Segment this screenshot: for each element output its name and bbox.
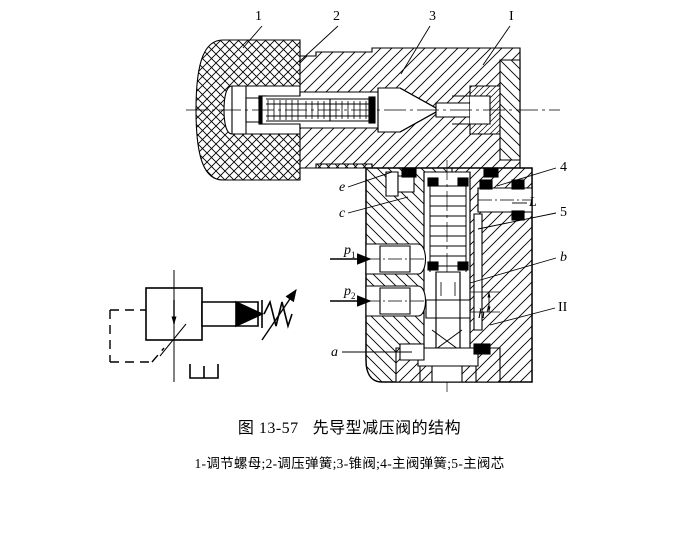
port-p2 xyxy=(365,285,427,317)
port-p1 xyxy=(365,243,427,275)
symbol-diagonal xyxy=(159,323,187,357)
leader-b xyxy=(469,257,557,284)
leader-1 xyxy=(242,25,263,49)
port-label-p2-sub: 2 xyxy=(351,290,356,301)
L-seal-b xyxy=(511,179,525,190)
figure-title: 图 13-57 先导型减压阀的结构 xyxy=(0,414,699,438)
spring-end-block-r2 xyxy=(457,261,469,271)
bottom-end-cap xyxy=(395,343,501,383)
spring-end-block-l xyxy=(427,177,439,187)
cap-seal-r xyxy=(473,343,491,355)
hydraulic-symbol-group xyxy=(109,270,297,382)
port-label-p1-sub: 1 xyxy=(351,249,356,260)
flow-arrows xyxy=(330,253,372,307)
figure-legend: 1-调节螺母;2-调压弹簧;3-锥阀;4-主阀弹簧;5-主阀芯 xyxy=(194,456,505,471)
spring-end-block-r xyxy=(457,177,469,187)
figure-title-text: 先导型减压阀的结构 xyxy=(312,420,462,437)
callout-label-section-I: I xyxy=(509,9,514,24)
dimension-h xyxy=(470,291,500,313)
port-label-p2-text: p xyxy=(344,284,351,299)
port-label-p1: p1 xyxy=(344,244,356,260)
symbol-cone-triangle xyxy=(235,300,264,328)
callout-label-b: b xyxy=(560,250,567,265)
leader-2 xyxy=(298,25,339,63)
spring-end-block-l2 xyxy=(427,261,439,271)
upper-horizontal-housing xyxy=(186,47,560,169)
leader-I xyxy=(482,25,511,66)
leader-h xyxy=(486,304,490,313)
symbol-adjust-arrow xyxy=(261,288,297,341)
port-label-p1-text: p xyxy=(344,243,351,258)
figure-number: 图 13-57 xyxy=(237,420,299,437)
callout-label-h: h xyxy=(478,307,485,322)
callout-label-a: a xyxy=(331,345,338,360)
leader-5 xyxy=(477,212,557,230)
main-valve-spring-4 xyxy=(429,182,467,272)
leader-e xyxy=(347,171,393,188)
L-seal-c xyxy=(511,210,525,221)
callout-leaders xyxy=(242,25,557,353)
leader-II xyxy=(489,307,556,326)
drain-port-L xyxy=(477,179,533,221)
passage-c xyxy=(397,175,415,193)
callout-label-3: 3 xyxy=(429,9,436,24)
symbol-pilot-line-diag xyxy=(151,347,165,363)
passage-b xyxy=(473,213,483,331)
passage-e xyxy=(385,171,399,197)
L-seal-a xyxy=(479,179,493,190)
callout-label-L: L xyxy=(529,195,537,210)
leader-c xyxy=(347,196,409,214)
top-seal-l xyxy=(401,167,417,178)
callout-label-section-II: II xyxy=(558,300,568,315)
symbol-spring xyxy=(263,299,293,329)
callout-label-c: c xyxy=(339,206,346,221)
callout-label-5: 5 xyxy=(560,205,567,220)
callout-label-e: e xyxy=(339,180,346,195)
callout-label-1: 1 xyxy=(255,9,262,24)
callout-label-4: 4 xyxy=(560,160,567,175)
callout-label-2: 2 xyxy=(333,9,340,24)
leader-4 xyxy=(496,167,557,187)
top-seal-r xyxy=(483,167,499,178)
leader-3 xyxy=(400,25,431,75)
port-label-p2: p2 xyxy=(344,285,356,301)
